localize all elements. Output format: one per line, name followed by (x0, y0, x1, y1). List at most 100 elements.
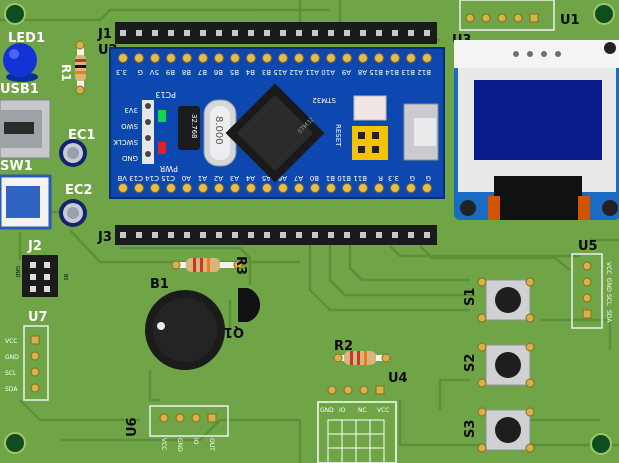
u4-pin-label: NC (358, 407, 367, 414)
u7-pins: VCC GND SCL SDA (5, 335, 40, 393)
swd-pin-label: SWCLK (113, 138, 138, 146)
bluepill-bottom-pin-label: C15 (161, 174, 175, 182)
u4-pin-label: VCC (377, 407, 389, 414)
usb1-connector (0, 99, 51, 159)
bluepill-bottom-pin-label: B10 (337, 174, 351, 182)
bluepill-top-pin-label: A12 (289, 68, 303, 76)
bluepill-top-pin-label: G (138, 68, 143, 76)
hse-crystal (203, 99, 237, 167)
u5-outline (571, 253, 603, 329)
u6-pin-label: OUT (208, 438, 215, 451)
bluepill-top-pin-label: B13 (401, 68, 415, 76)
b1-buzzer (145, 290, 225, 370)
u5-pin-label: SCL (605, 294, 612, 306)
u7-pin-label: SCL (5, 370, 17, 377)
bluepill-top-pin-label: B7 (198, 68, 207, 76)
pc13-led (158, 110, 166, 122)
u1-pins (465, 13, 539, 23)
reset-label: RESET (334, 124, 342, 147)
ec1-capacitor (59, 139, 87, 167)
bluepill-top-pin-label: B3 (262, 68, 271, 76)
u3-oled (454, 40, 619, 220)
rtc-crystal (178, 106, 200, 150)
bluepill-bottom-pin-label: VB (117, 174, 127, 182)
u7-pin-label: SDA (5, 386, 18, 393)
u5-pin-label: VCC (605, 262, 612, 274)
u4-pin-label: GND (320, 407, 334, 414)
u6-pin-label: VCC (160, 438, 167, 450)
bluepill-top-pin-label: B5 (230, 68, 239, 76)
bluepill-bottom-pin-label: 3.3 (388, 174, 399, 182)
bluepill-top-pin-label: 5V (150, 68, 159, 76)
bluepill-top-pin-label: B9 (166, 68, 175, 76)
boot-jumpers (352, 126, 388, 160)
u4-module (317, 385, 397, 463)
u7-pin-label: GND (5, 354, 19, 361)
u6-label: U6 (125, 417, 140, 437)
r1-label: R1 (59, 64, 73, 82)
u6-pin-label: IO (192, 438, 199, 445)
bluepill-bottom-pin-label: A5 (262, 174, 271, 182)
j1-label: J1 (97, 27, 112, 42)
ec2-capacitor (59, 199, 87, 227)
bluepill-top-pin-label: B4 (245, 68, 255, 76)
push-button-s1 (477, 277, 535, 323)
r2 (333, 351, 391, 365)
bluepill-bottom-pin-label: B11 (353, 174, 367, 182)
bluepill-bottom-pin-label: R (378, 174, 383, 182)
swd-header (142, 100, 154, 164)
j1-header (115, 22, 437, 44)
sw1-label: SW1 (0, 159, 33, 174)
bluepill-top-pin-label: B12 (417, 68, 431, 76)
u6-pin-label: GND (176, 438, 183, 452)
r2-label: R2 (334, 339, 353, 354)
bluepill-bottom-pin-label: G (410, 174, 415, 182)
led1 (3, 43, 38, 82)
r3-label: R3 (233, 256, 248, 275)
u6-pins: VCC GND IO OUT (159, 413, 217, 452)
bluepill-bottom-pin-label: B0 (310, 174, 319, 182)
u7-pin-label: VCC (5, 338, 17, 345)
bluepill-bottom-pin-label: A4 (245, 174, 255, 182)
rtc-crystal-value: 32.768 (190, 114, 198, 139)
u6-outline (149, 405, 229, 437)
j3-header (115, 225, 437, 245)
u1-outline (459, 0, 555, 31)
j3-label: J3 (97, 230, 112, 245)
r3 (171, 258, 243, 272)
usb1-label: USB1 (0, 82, 39, 97)
led1-label: LED1 (8, 31, 45, 46)
swd-pin-label: 3V3 (124, 106, 138, 114)
u4-pin-label: IO (339, 407, 346, 414)
bluepill-bottom-pin-label: B1 (326, 174, 335, 182)
bluepill-bottom-pin-label: A0 (182, 174, 191, 182)
hse-crystal-value: 8.000 (213, 116, 224, 145)
bluepill-bottom-pin-label: C14 (145, 174, 159, 182)
brand-label: STM32 (312, 96, 336, 104)
pwr-led (158, 142, 166, 154)
bluepill-bottom-pin-label: A1 (198, 174, 207, 182)
j2-pin-b5: B5 (62, 274, 68, 281)
j2-pin-gnd: GND (14, 266, 20, 278)
u5-pin-label: SDA (605, 310, 612, 323)
bluepill-bottom-pin-label: A6 (277, 174, 287, 182)
bluepill-bottom-pin-label: A3 (230, 174, 239, 182)
bluepill-top-pin-label: A9 (342, 68, 351, 76)
bluepill-top-pin-label: A11 (305, 68, 319, 76)
s2-label: S2 (463, 354, 478, 372)
q1-label: Q1 (224, 324, 244, 339)
s3-label: S3 (463, 420, 478, 438)
bluepill-bottom-pin-label: A7 (294, 174, 303, 182)
bluepill-top-pin-label: A10 (321, 68, 335, 76)
push-button-s3 (477, 407, 535, 453)
bluepill-top-pin-label: B8 (182, 68, 191, 76)
bluepill-bottom-pin-label: G (426, 174, 431, 182)
j2-label: J2 (27, 239, 42, 254)
ec2-label: EC2 (65, 183, 92, 198)
bluepill-bottom-pin-label: A2 (214, 174, 223, 182)
bluepill-bottom-pin-label: C13 (129, 174, 143, 182)
reset-button (353, 95, 387, 121)
bluepill-top-pin-label: B14 (385, 68, 399, 76)
